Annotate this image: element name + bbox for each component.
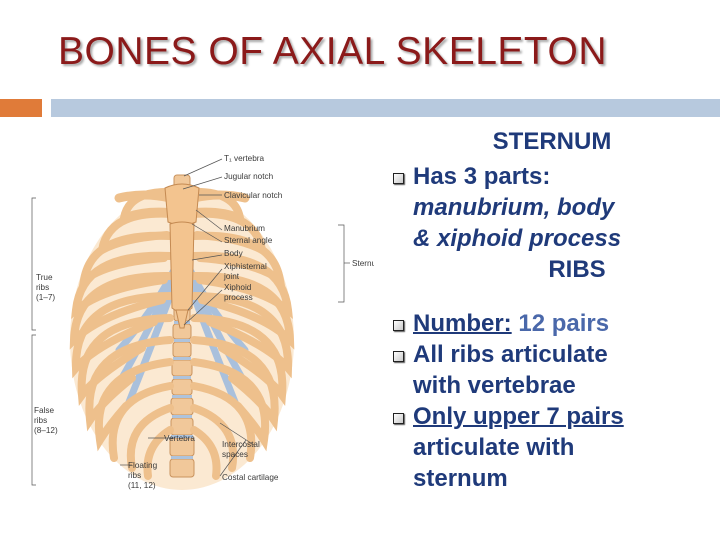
label-true-ribs: ribs xyxy=(36,283,49,292)
checkbox-bullet-icon xyxy=(393,320,404,331)
label-floating-ribs: ribs xyxy=(128,471,141,480)
accent-bar-orange xyxy=(0,99,42,117)
ribs-number-text: Number: 12 pairs xyxy=(413,308,609,339)
label-costal-cartilage: Costal cartilage xyxy=(222,473,279,482)
label-xiphoid: Xiphoid xyxy=(224,283,252,292)
label-sternum: Sternum xyxy=(352,259,374,268)
sternum-parts-line3: & xiphoid process xyxy=(413,225,622,252)
rib-cage-drawing xyxy=(69,174,295,490)
rib-cage-svg: T₁ vertebra Jugular notch Clavicular not… xyxy=(31,154,374,490)
label-intercostal: Intercostal xyxy=(222,440,260,449)
label-true: True xyxy=(36,273,53,282)
slide-title: BONES OF AXIAL SKELETON xyxy=(58,30,608,73)
label-floating: Floating xyxy=(128,461,158,470)
ribs-articulate-line1: All ribs articulate xyxy=(413,341,608,368)
sternum-parts-text: Has 3 parts: xyxy=(413,163,551,190)
checkbox-bullet-icon xyxy=(393,173,404,184)
ribs-upper-line2: articulate with xyxy=(413,434,575,461)
label-t1-vertebra: T₁ vertebra xyxy=(224,154,265,163)
label-sternal-angle: Sternal angle xyxy=(224,236,273,245)
checkbox-bullet-icon xyxy=(393,413,404,424)
number-label: Number: xyxy=(413,310,512,337)
label-jugular-notch: Jugular notch xyxy=(224,172,274,181)
label-clavicular-notch: Clavicular notch xyxy=(224,191,283,200)
label-spaces: spaces xyxy=(222,450,248,459)
label-xiphisternal: Xiphisternal xyxy=(224,262,267,271)
ribs-heading: RIBS xyxy=(548,256,606,283)
number-value: 12 pairs xyxy=(511,310,610,337)
label-joint: joint xyxy=(223,272,240,281)
label-vertebra: Vertebra xyxy=(164,434,195,443)
ribs-articulate-line2: with vertebrae xyxy=(413,372,576,399)
label-body: Body xyxy=(224,249,244,258)
label-false-ribs-range: (8–12) xyxy=(34,426,58,435)
leader-lines xyxy=(31,158,350,486)
sternum-parts-line2: manubrium, body xyxy=(413,194,615,221)
label-manubrium: Manubrium xyxy=(224,224,265,233)
label-floating-ribs-range: (11, 12) xyxy=(128,481,156,490)
label-false: False xyxy=(34,406,54,415)
accent-bar-blue xyxy=(51,99,720,117)
checkbox-bullet-icon xyxy=(393,351,404,362)
sternum-heading: STERNUM xyxy=(492,128,612,155)
ribs-upper-line3: sternum xyxy=(413,465,508,492)
label-process: process xyxy=(224,293,253,302)
label-false-ribs: ribs xyxy=(34,416,47,425)
label-true-ribs-range: (1–7) xyxy=(36,293,55,302)
rib-cage-illustration: T₁ vertebra Jugular notch Clavicular not… xyxy=(24,140,374,510)
ribs-upper-line1: Only upper 7 pairs xyxy=(413,403,624,430)
